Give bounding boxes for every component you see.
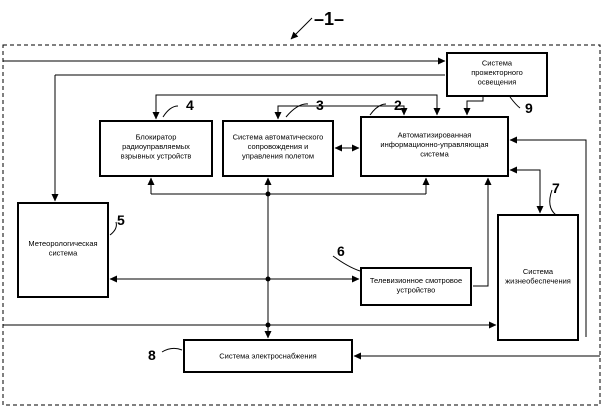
leader-5 xyxy=(109,221,117,236)
wire-right-edge-to-ais xyxy=(509,136,587,337)
leader-4 xyxy=(162,105,179,118)
leader-6 xyxy=(332,255,361,272)
ref-number-7: 7 xyxy=(552,180,560,196)
leader-3 xyxy=(285,103,309,118)
figure-label: –1– xyxy=(314,9,344,29)
ref-number-6: 6 xyxy=(337,243,345,259)
ref-number-2: 2 xyxy=(394,97,402,113)
figure-label-leader xyxy=(290,17,313,40)
junction-dot xyxy=(265,191,271,197)
wire-flight-ais-top xyxy=(274,105,408,120)
junction-dot xyxy=(265,322,271,328)
wire-lifesupport-ais xyxy=(509,166,544,214)
leader-8 xyxy=(161,347,183,353)
wire-searchlight-to-ais xyxy=(463,96,484,116)
ref-number-3: 3 xyxy=(316,97,324,113)
wire-top-to-meteo xyxy=(55,74,445,201)
junction-dot xyxy=(265,276,271,282)
ref-number-4: 4 xyxy=(186,97,194,113)
ref-number-9: 9 xyxy=(525,100,533,116)
svg-text:Система электроснабжения: Система электроснабжения xyxy=(219,352,317,361)
block-power-supply-system: Система электроснабжения xyxy=(183,339,353,373)
wire-tv-to-ais xyxy=(473,177,492,287)
leader-2 xyxy=(369,103,387,116)
ref-number-5: 5 xyxy=(117,212,125,228)
ref-number-8: 8 xyxy=(148,347,156,363)
leader-9 xyxy=(509,96,521,109)
wire-blocker-ais xyxy=(152,94,441,120)
leader-7 xyxy=(549,189,557,216)
outer-dashed-boundary xyxy=(2,44,601,406)
